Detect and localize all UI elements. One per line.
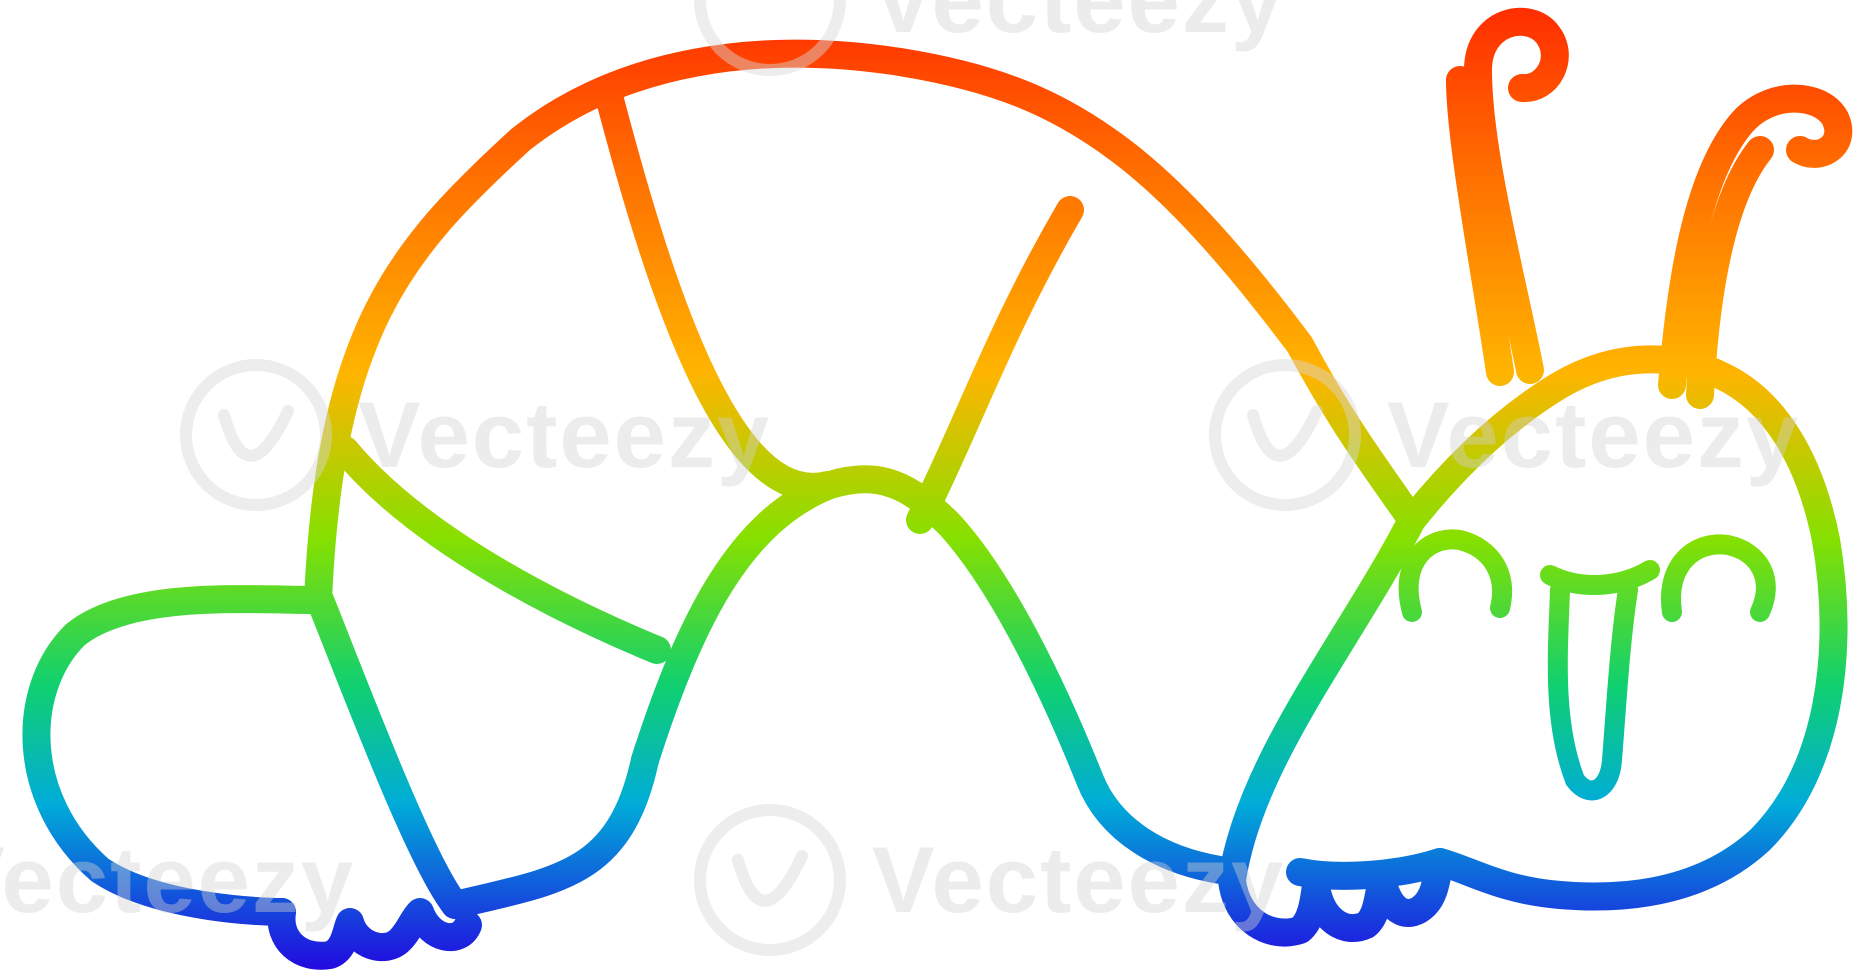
mouth-top bbox=[1540, 560, 1660, 596]
antenna-right-inner bbox=[1686, 136, 1774, 409]
antenna-left bbox=[1464, 7, 1569, 384]
shell-segment-3 bbox=[331, 436, 671, 664]
shell-segment-1 bbox=[596, 86, 842, 501]
shell-swirl bbox=[22, 585, 469, 926]
shell-inner-arch bbox=[631, 465, 1234, 884]
feet-left bbox=[267, 898, 482, 970]
antenna-left-inner bbox=[1446, 66, 1514, 386]
neck-front bbox=[1218, 506, 1426, 894]
shell-segment-2 bbox=[906, 196, 1084, 534]
shell-lower bbox=[441, 746, 659, 919]
mouth-open bbox=[1547, 580, 1638, 801]
eye-right bbox=[1661, 534, 1776, 622]
shell-outline bbox=[304, 39, 1426, 614]
antenna-right bbox=[1658, 84, 1853, 399]
feet-right bbox=[1218, 848, 1454, 947]
eye-left bbox=[1398, 529, 1512, 622]
